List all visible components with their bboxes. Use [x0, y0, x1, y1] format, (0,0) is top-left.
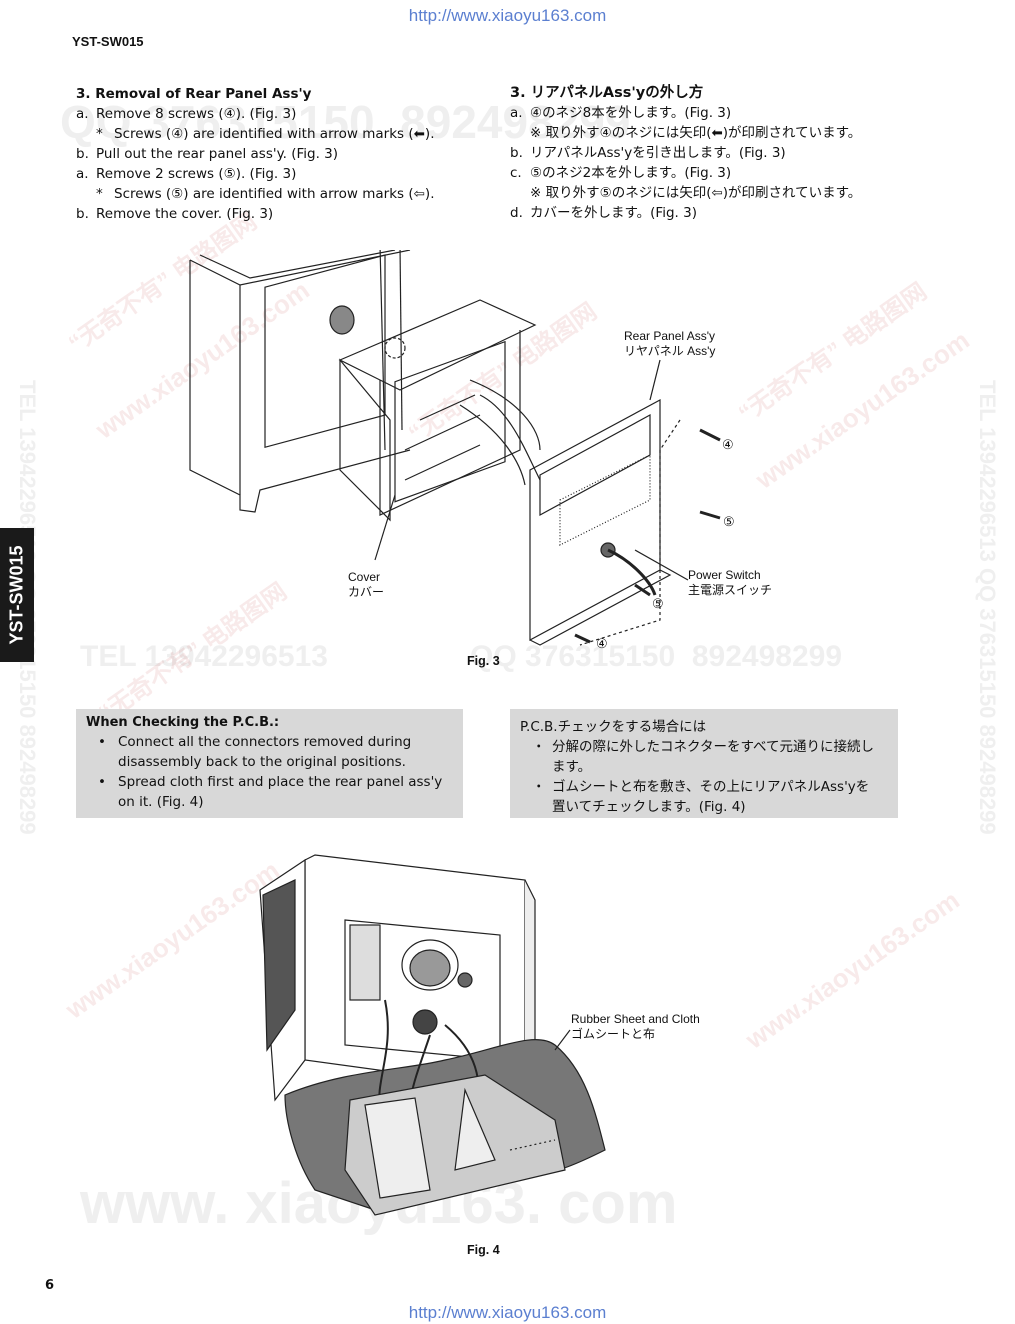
list-item: c.⑤のネジ2本を外します。(Fig. 3): [510, 165, 732, 181]
header-url[interactable]: http://www.xiaoyu163.com: [408, 6, 607, 25]
watermark-numbers-top: QQ 376315150 892498299: [60, 96, 631, 148]
pcb-check-heading-jp: P.C.B.チェックをする場合には: [520, 719, 707, 735]
screw-callout: ④: [596, 636, 608, 651]
fig4-caption: Fig. 4: [467, 1243, 500, 1257]
japanese-procedure: 3. リアパネルAss'yの外し方 a.④のネジ8本を外します。(Fig. 3)…: [510, 83, 930, 223]
screw-callout: ⑤: [652, 596, 664, 611]
list-item-note: ※ 取り外す⑤のネジには矢印(⇦)が印刷されています。: [530, 185, 862, 201]
list-item: b.Pull out the rear panel ass'y. (Fig. 3…: [76, 146, 339, 162]
list-item-note: ※ 取り外す④のネジには矢印(⬅)が印刷されています。: [530, 125, 862, 141]
japanese-heading: 3. リアパネルAss'yの外し方: [510, 85, 704, 101]
list-item: •Spread cloth first and place the rear p…: [98, 774, 443, 810]
side-tab: YST-SW015: [0, 528, 34, 662]
pcb-check-box-jp: P.C.B.チェックをする場合には ・分解の際に外したコネクターをすべて元通りに…: [510, 709, 898, 818]
pcb-check-heading-en: When Checking the P.C.B.:: [86, 715, 280, 730]
watermark-qq-mid: QQ 376315150 892498299: [470, 640, 843, 673]
pcb-check-box-en: When Checking the P.C.B.: •Connect all t…: [76, 709, 463, 818]
list-item: a.Remove 8 screws (④). (Fig. 3): [76, 106, 297, 122]
list-item: b.Remove the cover. (Fig. 3): [76, 206, 274, 222]
list-item-note: *Screws (④) are identified with arrow ma…: [96, 126, 435, 142]
watermark-site: www.xiaoyu163.com: [740, 884, 965, 1055]
model-name: YST-SW015: [72, 34, 144, 49]
list-item: ・ゴムシートと布を敷き、その上にリアパネルAss'yを置いてチェックします。(F…: [532, 779, 870, 815]
fig3-illustration: [189, 250, 721, 646]
list-item: ・分解の際に外したコネクターをすべて元通りに接続します。: [532, 739, 874, 775]
screw-callout: ⑤: [723, 514, 735, 529]
english-heading: 3. Removal of Rear Panel Ass'y: [76, 86, 312, 102]
footer-url[interactable]: http://www.xiaoyu163.com: [408, 1303, 607, 1322]
watermark-tel: TEL 13942296513: [80, 640, 328, 673]
list-item: b.リアパネルAss'yを引き出します。(Fig. 3): [510, 145, 786, 161]
list-item: d.カバーを外します。(Fig. 3): [510, 205, 697, 221]
watermark-side-right: TEL 13942296513 QQ 376315150 892498299: [975, 380, 1000, 835]
english-procedure: 3. Removal of Rear Panel Ass'y a.Remove …: [76, 84, 496, 224]
screw-callout: ④: [722, 437, 734, 452]
watermark-stamp: “无奇不有” 电路图网: [734, 278, 932, 428]
list-item: a.Remove 2 screws (⑤). (Fig. 3): [76, 166, 297, 182]
list-item-note: *Screws (⑤) are identified with arrow ma…: [96, 186, 435, 202]
watermark-site: www.xiaoyu163.com: [750, 324, 975, 495]
watermark-site: www.xiaoyu163.com: [60, 854, 285, 1025]
list-item: a.④のネジ8本を外します。(Fig. 3): [510, 105, 732, 121]
page-number: 6: [45, 1278, 55, 1293]
list-item: •Connect all the connectors removed duri…: [98, 734, 412, 770]
fig4-illustration: [259, 854, 606, 1216]
fig3-caption: Fig. 3: [467, 654, 500, 668]
